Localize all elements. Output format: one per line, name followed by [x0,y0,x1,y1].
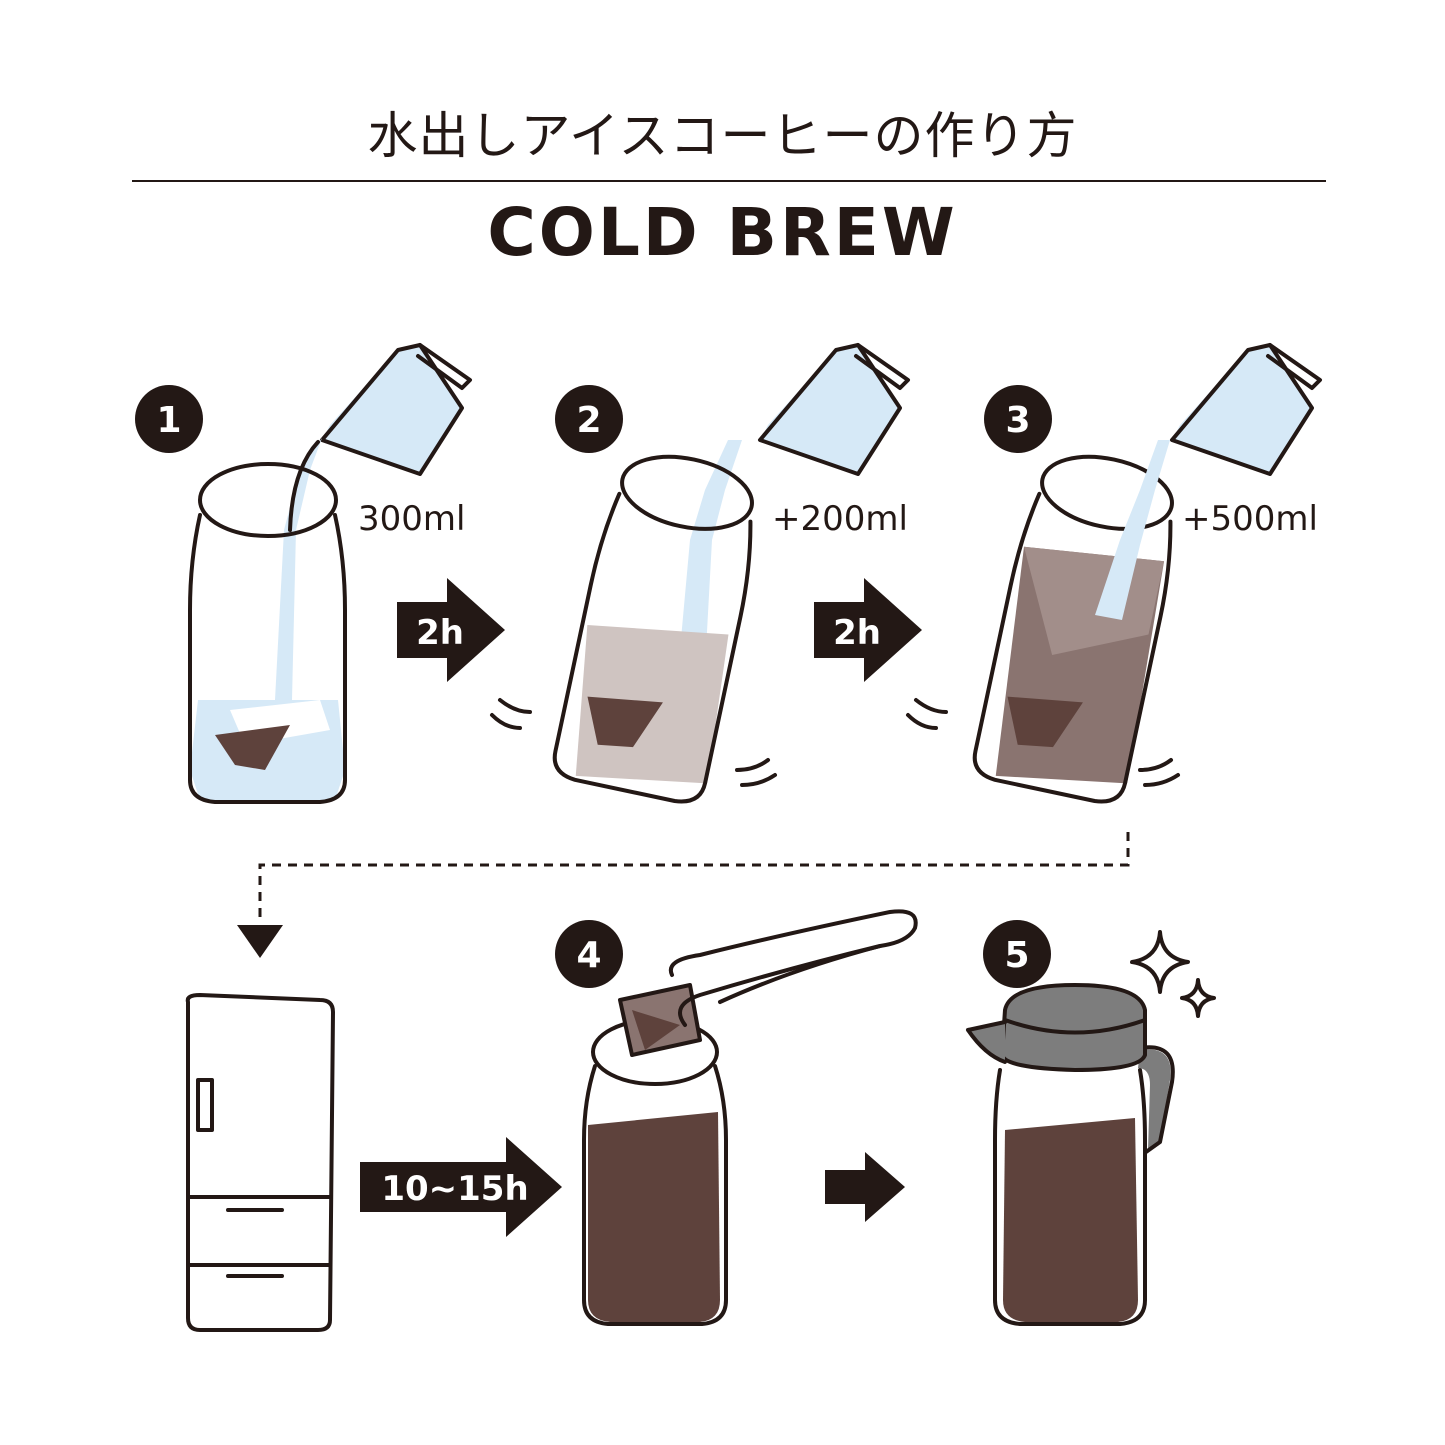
coffee-pack-icon [215,725,290,770]
step-5-badge: 5 [983,920,1051,988]
measuring-cup-icon [320,343,472,476]
page-title: 水出しアイスコーヒーの作り方 [367,107,1078,165]
page-subtitle: COLD BREW [487,194,958,271]
arrow-2: 2h [814,578,922,682]
step-4-number: 4 [576,935,601,976]
arrow-1: 2h [397,578,505,682]
title-divider [132,180,1326,182]
water-stream [680,440,742,650]
step-3-amount: +500ml [1182,499,1318,539]
step-2-number: 2 [576,400,601,441]
step-1-amount: 300ml [358,499,465,539]
arrow-3-label: 10~15h [381,1169,528,1209]
step-3: 3 +500ml [906,343,1322,804]
step-2-badge: 2 [555,385,623,453]
dashed-connector [237,832,1130,958]
coffee-pack-icon [1007,696,1083,748]
jar-4 [582,1018,728,1326]
measuring-cup-icon [1170,343,1322,476]
step-2: 2 +200ml [490,343,910,804]
refrigerator-icon [185,993,335,1332]
step-3-badge: 3 [984,385,1052,453]
step-1-number: 1 [156,400,181,441]
step-4: 4 [555,909,918,1326]
pitcher-lid [1002,985,1145,1070]
pitcher-icon [966,983,1175,1326]
arrow-1-label: 2h [416,613,464,653]
step-3-number: 3 [1005,400,1030,441]
arrow-4 [825,1152,905,1222]
jar-2 [552,454,754,804]
step-1-badge: 1 [135,385,203,453]
sparkle-icon [1130,930,1216,1018]
arrow-down-icon [237,925,283,958]
step-5: 5 [966,920,1216,1326]
shake-lines [1138,758,1180,787]
step-2-amount: +200ml [772,499,908,539]
measuring-cup-icon [758,343,910,476]
jar-3 [972,454,1174,804]
shake-lines [490,698,532,730]
water-stream [1095,440,1170,620]
tongs-icon [618,909,918,1057]
arrow-3: 10~15h [360,1137,562,1237]
shake-lines [735,758,777,787]
shake-lines [906,698,948,730]
water-stream [275,438,322,700]
step-1: 1 300ml [135,343,472,804]
jar-1 [188,462,347,804]
coffee-pack-icon [587,696,663,748]
step-5-number: 5 [1004,935,1029,976]
arrow-2-label: 2h [833,613,881,653]
step-4-badge: 4 [555,920,623,988]
